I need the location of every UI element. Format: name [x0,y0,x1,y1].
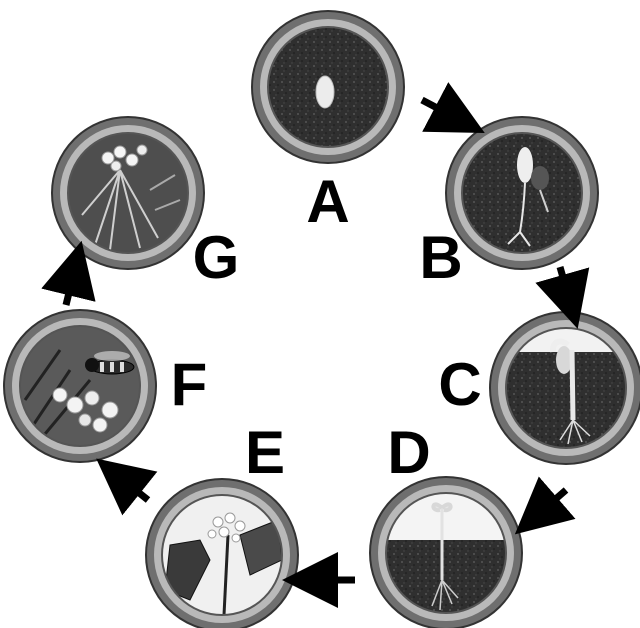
stage-b [446,117,598,269]
stage-label-b: B [419,224,462,291]
stage-label-f: F [171,351,208,418]
stage-g [52,117,204,269]
stage-label-a: A [306,168,349,235]
stage-label-e: E [245,419,285,486]
stage-label-g: G [193,224,240,291]
arrow-b-to-c [560,267,570,302]
stage-a [252,11,404,163]
stage-d [370,477,522,628]
stage-label-c: C [438,351,481,418]
stage-e [146,479,298,628]
arrow-e-to-f [118,476,148,500]
arrow-f-to-g [66,268,75,305]
arrow-a-to-b [422,100,460,120]
stage-c [490,312,640,464]
stage-label-d: D [387,419,430,486]
arrow-c-to-d [536,490,566,516]
stage-f [4,310,156,462]
